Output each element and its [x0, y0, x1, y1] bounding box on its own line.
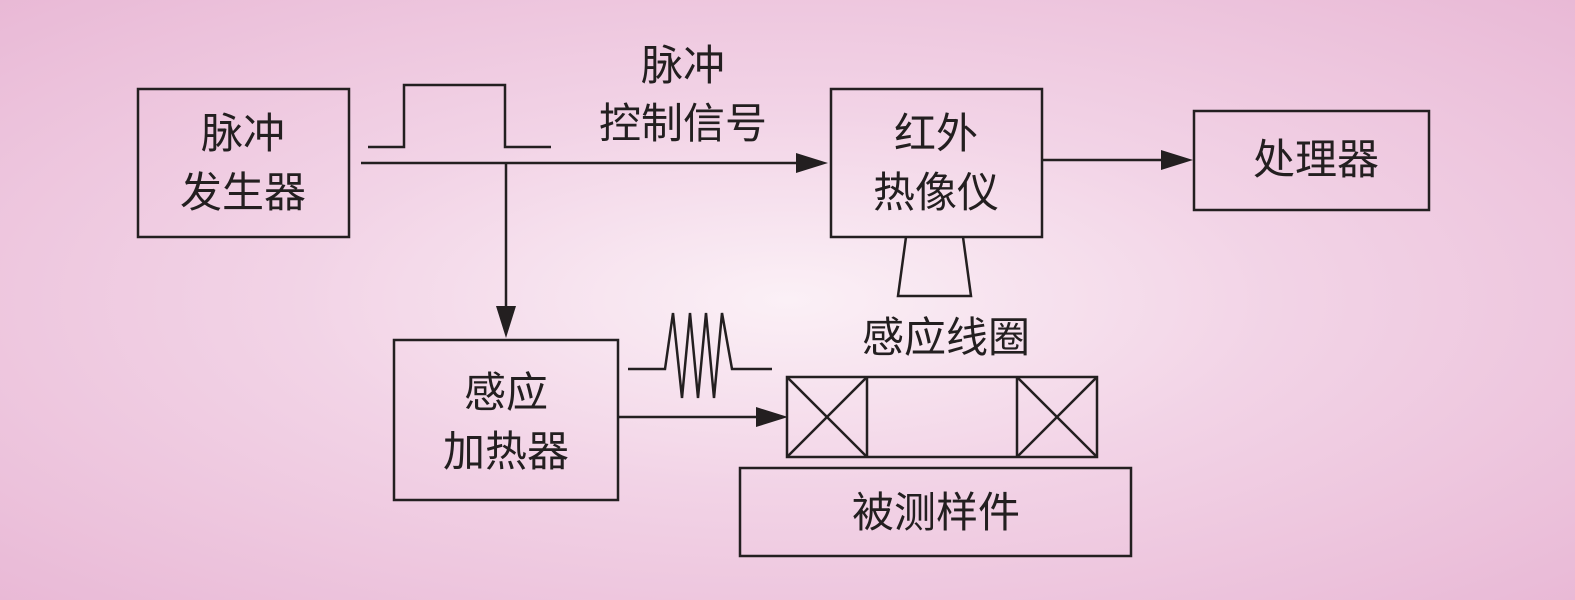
coil-outline	[785, 375, 1099, 459]
sample-box	[738, 466, 1133, 558]
induction-coil-label: 感应线圈	[862, 313, 1030, 362]
pulse-signal-label-line1: 脉冲	[641, 41, 725, 90]
square-pulse-waveform	[368, 83, 551, 149]
induction-coil	[785, 375, 1099, 459]
induction-heater-node: 感应 加热器	[392, 338, 620, 502]
arrowhead-to-processor	[1161, 150, 1193, 170]
camera-lens	[896, 236, 973, 298]
induction-heater-label-line1: 感应	[464, 368, 548, 417]
infrared-camera-label-line1: 红外	[894, 109, 978, 158]
processor-node: 处理器	[1192, 109, 1431, 212]
induction-heater-label-line2: 加热器	[443, 427, 569, 476]
high-frequency-waveform	[628, 312, 772, 399]
sample-label: 被测样件	[852, 488, 1020, 537]
processor-label: 处理器	[1253, 135, 1379, 184]
arrowhead-to-heater	[496, 306, 516, 338]
pulse-generator-label-line2: 发生器	[180, 168, 306, 217]
infrared-camera-node: 红外 热像仪	[829, 87, 1044, 239]
coil-right-cross-b	[1016, 376, 1098, 458]
arrowhead-to-coil	[756, 407, 788, 427]
pulse-signal-label-line2: 控制信号	[599, 99, 767, 148]
pulse-generator-node: 脉冲 发生器	[136, 87, 351, 239]
processor-box	[1192, 109, 1431, 212]
induction-heater-box	[392, 338, 620, 502]
arrowhead-to-camera	[796, 153, 828, 173]
sample-node: 被测样件	[738, 466, 1133, 558]
infrared-camera-label-line2: 热像仪	[873, 168, 999, 217]
pulse-generator-box	[136, 87, 351, 239]
infrared-camera-box	[829, 87, 1044, 239]
coil-left-cross-b	[786, 376, 868, 458]
pulse-generator-label-line1: 脉冲	[201, 109, 285, 158]
